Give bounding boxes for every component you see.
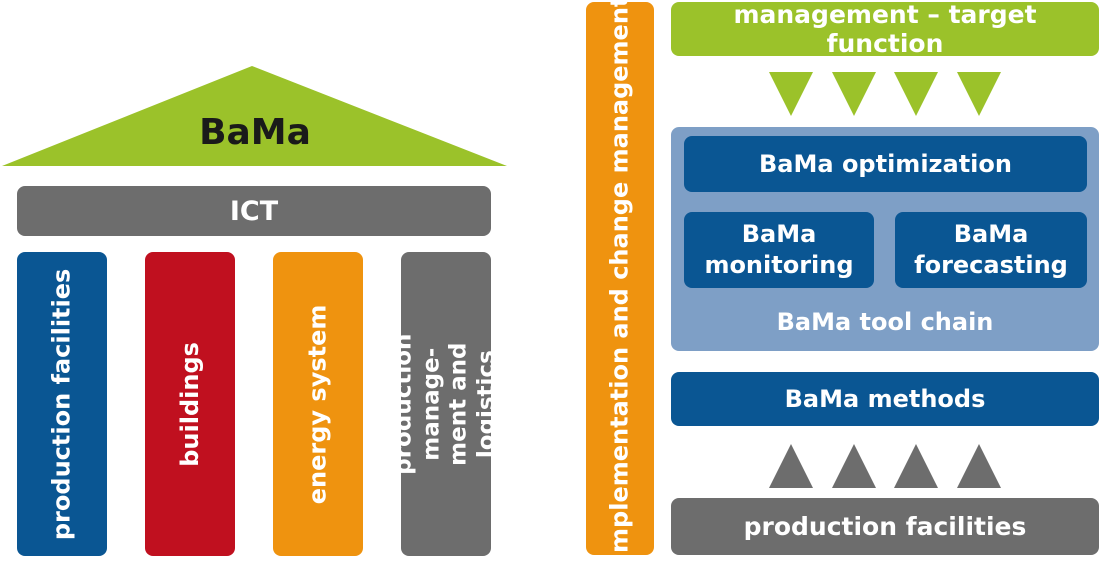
pillar-buildings: buildings [145,252,235,556]
bama-methods-bar: BaMa methods [671,372,1099,426]
bama-optimization-box: BaMa optimization [684,136,1087,192]
roof-label: BaMa [199,111,311,153]
bama-forecasting-box: BaMa forecasting [895,212,1087,288]
pillar-label: buildings [175,341,204,467]
pillar-label: production facilities [47,268,76,540]
ict-beam: ICT [17,186,491,236]
pillar-label: production manage- ment and logistics [390,333,500,475]
pillar-production-facilities: production facilities [17,252,107,556]
bama-monitoring-box: BaMa monitoring [684,212,874,288]
roof-triangle [2,66,507,166]
pillar-energy-system: energy system [273,252,363,556]
down-arrows-icon [769,72,1001,116]
implementation-change-management-bar: implementation and change management [586,0,654,561]
up-arrows-icon [769,444,1001,488]
tool-chain-label: BaMa tool chain [776,308,994,336]
side-bar-label: implementation and change management [605,0,634,561]
target-function-bar: management – target function [671,0,1099,58]
production-facilities-bar: production facilities [671,498,1099,555]
pillar-production-management-logistics: production manage- ment and logistics [391,252,500,556]
pillar-label: energy system [303,304,332,504]
